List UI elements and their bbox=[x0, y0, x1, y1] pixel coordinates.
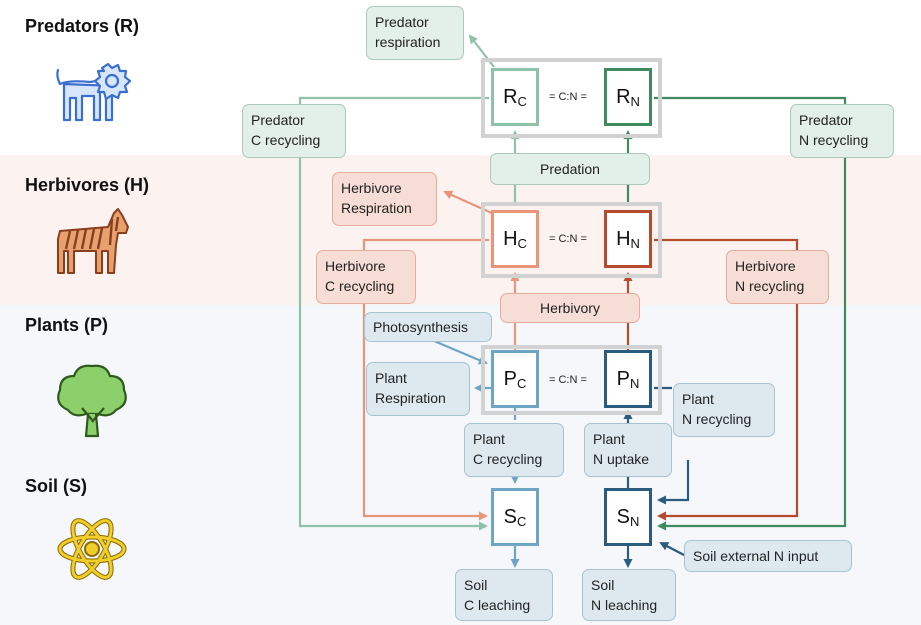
soil-c-leaching-line-2: C leaching bbox=[464, 597, 531, 613]
label-predation: Predation bbox=[490, 153, 650, 185]
predation-text: Predation bbox=[540, 161, 600, 177]
node-hn-base: H bbox=[616, 227, 631, 250]
node-rc-base: R bbox=[503, 85, 518, 108]
predator-pair-frame bbox=[481, 58, 662, 138]
label-plant-n-recycling: Plant N recycling bbox=[673, 383, 775, 437]
soil-c-leaching-line-1: Soil bbox=[464, 577, 488, 593]
node-hn-sub: N bbox=[630, 235, 640, 251]
plant-respiration-line-2: Respiration bbox=[375, 390, 446, 406]
node-pn-base: P bbox=[616, 367, 630, 390]
node-sn-sub: N bbox=[629, 513, 640, 529]
node-hc-sub: C bbox=[517, 235, 527, 251]
plant-n-uptake-line-2: N uptake bbox=[593, 451, 650, 467]
lion-icon bbox=[56, 62, 132, 122]
herbivore-c-recycling-line-1: Herbivore bbox=[325, 258, 386, 274]
photosynthesis-text: Photosynthesis bbox=[373, 319, 468, 335]
node-pc-sub: C bbox=[516, 375, 527, 391]
label-plant-n-uptake: Plant N uptake bbox=[584, 423, 672, 477]
tier-label-plants: Plants (P) bbox=[25, 315, 109, 335]
herbivore-respiration-line-2: Respiration bbox=[341, 200, 412, 216]
predator-respiration-line-1: Predator bbox=[375, 14, 429, 30]
plant-n-recycling-line-2: N recycling bbox=[682, 411, 752, 427]
soil-n-leaching-line-2: N leaching bbox=[591, 597, 658, 613]
predator-c-recycling-line-2: C recycling bbox=[251, 132, 321, 148]
soil-external-n-input-text: Soil external N input bbox=[693, 548, 819, 564]
label-herbivore-c-recycling: Herbivore C recycling bbox=[316, 250, 416, 304]
label-soil-n-leaching: Soil N leaching bbox=[582, 569, 676, 621]
herbivore-pair-frame bbox=[481, 202, 662, 278]
herbivore-n-recycling-line-1: Herbivore bbox=[735, 258, 796, 274]
node-sc-base: S bbox=[503, 505, 517, 528]
soil-n-leaching-line-1: Soil bbox=[591, 577, 615, 593]
herbivore-c-recycling-line-2: C recycling bbox=[325, 278, 395, 294]
plant-pair-frame bbox=[481, 345, 662, 415]
label-soil-external-n-input: Soil external N input bbox=[684, 540, 852, 572]
ratio-herbivore: = C:N = bbox=[549, 233, 587, 245]
plant-n-recycling-line-1: Plant bbox=[682, 391, 714, 407]
atom-icon bbox=[57, 518, 127, 580]
plant-c-recycling-line-1: Plant bbox=[473, 431, 505, 447]
plant-c-recycling-line-2: C recycling bbox=[473, 451, 543, 467]
label-predator-n-recycling: Predator N recycling bbox=[790, 104, 894, 158]
plant-respiration-line-1: Plant bbox=[375, 370, 407, 386]
herbivory-text: Herbivory bbox=[540, 300, 600, 316]
herbivore-respiration-line-1: Herbivore bbox=[341, 180, 402, 196]
tier-label-soil: Soil (S) bbox=[25, 476, 87, 496]
herbivore-n-recycling-line-2: N recycling bbox=[735, 278, 805, 294]
ratio-plant: = C:N = bbox=[549, 374, 587, 386]
label-soil-c-leaching: Soil C leaching bbox=[455, 569, 553, 621]
node-pn-sub: N bbox=[629, 375, 640, 391]
ratio-predator: = C:N = bbox=[549, 91, 587, 103]
zebra-icon bbox=[57, 208, 129, 274]
node-hc-base: H bbox=[503, 227, 518, 250]
label-plant-respiration: Plant Respiration bbox=[366, 362, 470, 416]
node-rc-sub: C bbox=[517, 93, 527, 109]
tier-label-predators: Predators (R) bbox=[25, 16, 140, 36]
predator-respiration-line-2: respiration bbox=[375, 34, 441, 50]
label-herbivore-respiration: Herbivore Respiration bbox=[332, 172, 437, 226]
predator-n-recycling-line-2: N recycling bbox=[799, 132, 869, 148]
label-herbivore-n-recycling: Herbivore N recycling bbox=[726, 250, 829, 304]
label-herbivory: Herbivory bbox=[500, 293, 640, 323]
tree-icon bbox=[57, 364, 127, 438]
label-photosynthesis: Photosynthesis bbox=[364, 312, 492, 342]
node-rn-base: R bbox=[616, 85, 631, 108]
node-pc-base: P bbox=[503, 367, 517, 390]
node-sc-sub: C bbox=[516, 513, 527, 529]
predator-n-recycling-line-1: Predator bbox=[799, 112, 853, 128]
plant-n-uptake-line-1: Plant bbox=[593, 431, 625, 447]
node-rn-sub: N bbox=[630, 93, 640, 109]
predator-c-recycling-line-1: Predator bbox=[251, 112, 305, 128]
node-sn-base: S bbox=[616, 505, 630, 528]
label-predator-c-recycling: Predator C recycling bbox=[242, 104, 346, 158]
label-plant-c-recycling: Plant C recycling bbox=[464, 423, 564, 477]
tier-label-herbivores: Herbivores (H) bbox=[25, 175, 150, 195]
label-predator-respiration: Predator respiration bbox=[366, 6, 464, 60]
